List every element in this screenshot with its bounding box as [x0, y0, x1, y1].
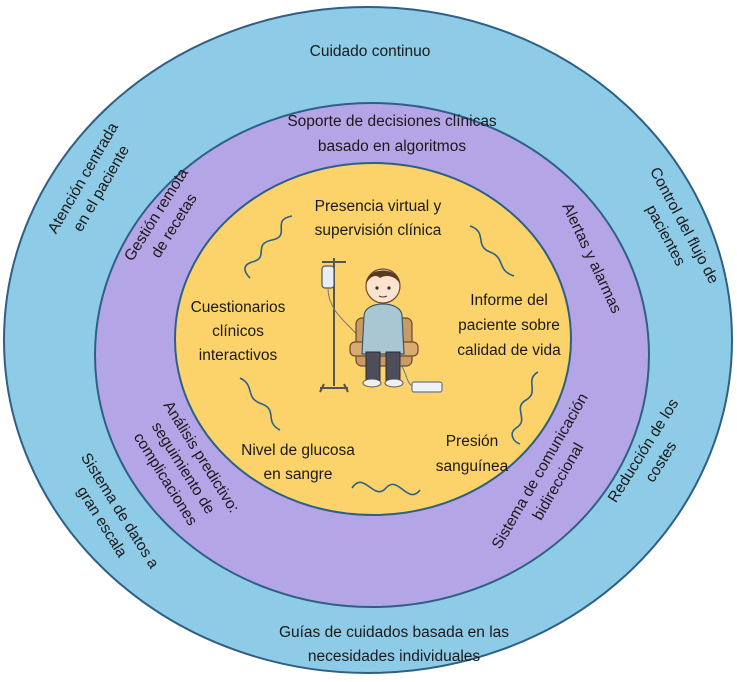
inner-label-bottom-right-line2: sanguínea: [436, 458, 509, 475]
inner-label-left-line2: clínicos: [212, 323, 264, 340]
middle-label-top-line2: basado en algoritmos: [318, 138, 466, 155]
squiggle-top-right: [469, 225, 515, 277]
inner-label-bottom-right-line1: Presión: [446, 433, 499, 450]
outer-label-bottom-line2: necesidades individuales: [308, 648, 481, 665]
squiggle-top-left: [244, 215, 293, 279]
outer-label-bottom-line1: Guías de cuidados basada en las: [279, 624, 509, 641]
middle-label-top-line1: Soporte de decisiones clínicas: [287, 113, 497, 130]
squiggle-left-lower: [239, 377, 281, 431]
inner-label-right-line1: Informe del: [470, 292, 548, 309]
inner-label-left-line1: Cuestionarios: [191, 299, 286, 316]
squiggle-right-lower: [511, 371, 539, 445]
inner-label-bottom-left-line1: Nivel de glucosa: [241, 442, 355, 459]
squiggle-bottom: [351, 481, 421, 496]
patient-on-iv-drip-icon: [319, 258, 443, 393]
inner-label-right-line3: calidad de vida: [457, 342, 561, 359]
inner-label-right-line2: paciente sobre: [458, 317, 560, 334]
squiggle-connectors: [239, 215, 539, 496]
outer-label-top: Cuidado continuo: [310, 43, 431, 60]
inner-label-bottom-left-line2: en sangre: [264, 466, 333, 483]
inner-label-top-line2: supervisión clínica: [315, 222, 442, 239]
inner-label-top-line1: Presencia virtual y: [315, 198, 442, 215]
inner-label-left-line3: interactivos: [199, 347, 278, 364]
